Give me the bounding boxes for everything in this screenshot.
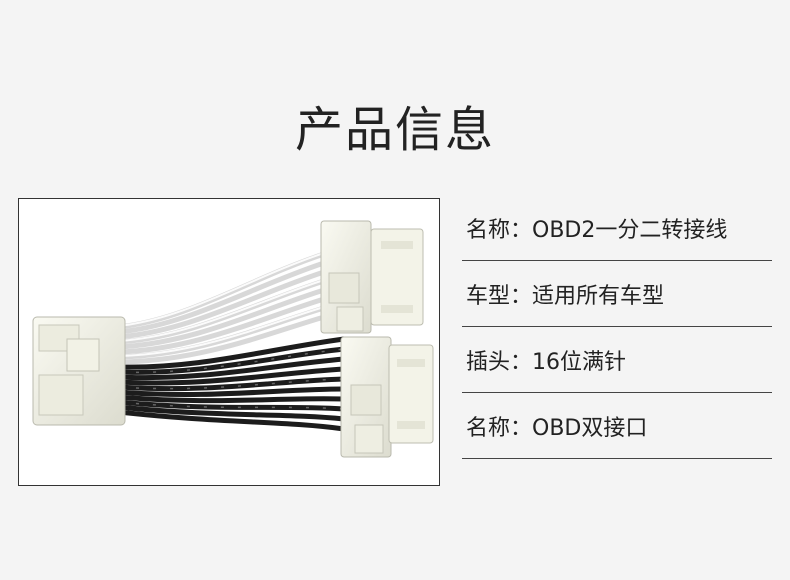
right-connector-top (320, 220, 424, 334)
spec-label: 插头： (466, 349, 533, 375)
spec-value: OBD双接口 (532, 415, 648, 441)
spec-value: 16位满针 (532, 349, 627, 375)
spec-row-name: 名称：OBD2一分二转接线 (462, 195, 772, 261)
spec-list: 名称：OBD2一分二转接线 车型：适用所有车型 插头：16位满针 名称：OBD双… (462, 195, 772, 459)
product-image (18, 198, 440, 486)
spec-row-plug: 插头：16位满针 (462, 327, 772, 393)
spec-row-vehicle: 车型：适用所有车型 (462, 261, 772, 327)
spec-row-name-2: 名称：OBD双接口 (462, 393, 772, 459)
spec-label: 车型： (466, 283, 533, 309)
spec-label: 名称： (466, 415, 533, 441)
left-connector (32, 316, 126, 426)
right-connector-bottom (340, 336, 434, 458)
spec-label: 名称： (466, 217, 533, 243)
page-title: 产品信息 (294, 102, 495, 159)
spec-value: 适用所有车型 (532, 283, 665, 309)
spec-value: OBD2一分二转接线 (532, 217, 728, 243)
